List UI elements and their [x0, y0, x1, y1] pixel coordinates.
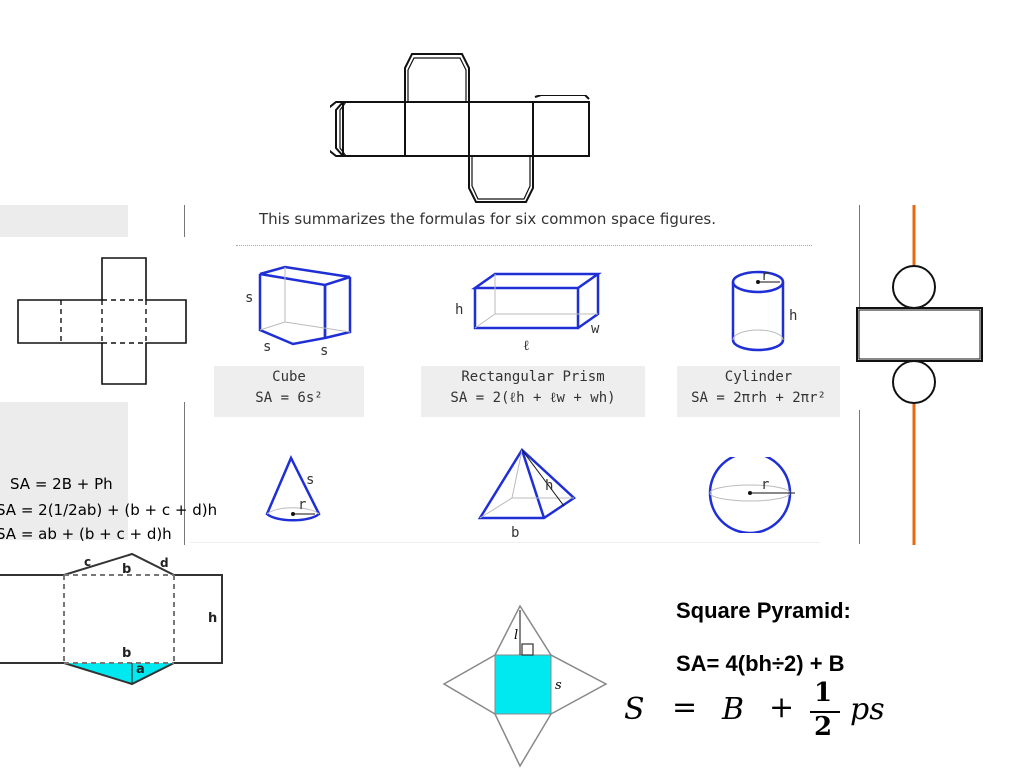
pyramid-eq-plus: + [769, 690, 795, 725]
tri-net-label-a: a [136, 662, 145, 677]
sphere-figure [708, 457, 795, 533]
cylinder-figure [731, 270, 785, 352]
pyramid-title: Square Pyramid: [676, 598, 851, 623]
pyramid-eq-denominator: 2 [814, 712, 833, 742]
summary-dotted-rule [236, 245, 812, 246]
cube-dim-s-bottom-left: s [263, 339, 272, 355]
cube-net-top-right-flap [533, 95, 590, 157]
pyramid-formula: SA= 4(bh÷2) + B [676, 651, 845, 676]
left-panel-top [0, 205, 128, 237]
right-divider-top [859, 205, 860, 340]
cylinder-net [856, 205, 983, 545]
cube-dim-s-left: s [245, 290, 254, 306]
tri-net-label-b-top: b [122, 562, 132, 577]
prism-formula-2: SA = 2(1/2ab) + (b + c + d)h [0, 501, 218, 519]
prism-dim-l: ℓ [523, 338, 530, 354]
prism-formula: SA = 2(ℓh + ℓw + wh) [450, 390, 616, 406]
cube-figure [258, 265, 352, 346]
prism-dim-h: h [455, 302, 464, 318]
pyramid-eq-B: B [722, 692, 745, 727]
tri-net-label-c: c [84, 555, 92, 569]
prism-formula-1: SA = 2B + Ph [10, 475, 113, 493]
pyramid-eq-numerator: 1 [814, 678, 833, 708]
pyramid-eq-lhs: S [624, 692, 645, 727]
square-pyramid-net [442, 604, 608, 768]
rect-prism-figure [471, 272, 602, 330]
pyramid-dim-h: h [545, 478, 554, 494]
pyramid-dim-b: b [511, 525, 520, 541]
pyramid-net-label-s: s [555, 678, 562, 693]
prism-name: Rectangular Prism [461, 369, 605, 385]
sphere-dim-r: r [761, 477, 770, 493]
summary-heading: This summarizes the formulas for six com… [259, 210, 717, 228]
left-panel-bottom [0, 402, 128, 540]
summary-bottom-rule [190, 542, 820, 543]
cross-net [0, 237, 190, 402]
cone-figure [265, 455, 321, 522]
prism-dim-w: w [591, 321, 600, 337]
cube-dim-s-bottom-right: s [320, 343, 329, 359]
tri-net-label-d: d [160, 556, 169, 570]
cylinder-dim-r: r [761, 268, 770, 284]
tri-net-label-h: h [208, 611, 218, 626]
pyramid-eq-equals: = [672, 690, 698, 725]
cone-dim-s: s [306, 472, 315, 488]
prism-formula-3: SA = ab + (b + c + d)h [0, 525, 172, 543]
pyramid-figure [477, 448, 577, 520]
pyramid-eq-ps: ps [850, 692, 885, 727]
cube-formula: SA = 6s² [255, 390, 323, 406]
tri-net-label-b-bottom: b [122, 646, 132, 661]
right-divider-bottom [859, 410, 860, 544]
cone-dim-r: r [298, 497, 307, 513]
triangular-prism-net [0, 552, 223, 686]
cylinder-formula: SA = 2πrh + 2πr² [691, 390, 826, 406]
cylinder-label-box: Cylinder SA = 2πrh + 2πr² [677, 366, 840, 417]
cube-label-box: Cube SA = 6s² [214, 366, 364, 417]
cylinder-name: Cylinder [724, 369, 793, 385]
cube-name: Cube [272, 369, 306, 385]
pyramid-net-label-l: l [514, 628, 519, 643]
pyramid-eq-fraction-bar [810, 711, 840, 713]
prism-label-box: Rectangular Prism SA = 2(ℓh + ℓw + wh) [421, 366, 645, 417]
cylinder-dim-h: h [789, 308, 798, 324]
